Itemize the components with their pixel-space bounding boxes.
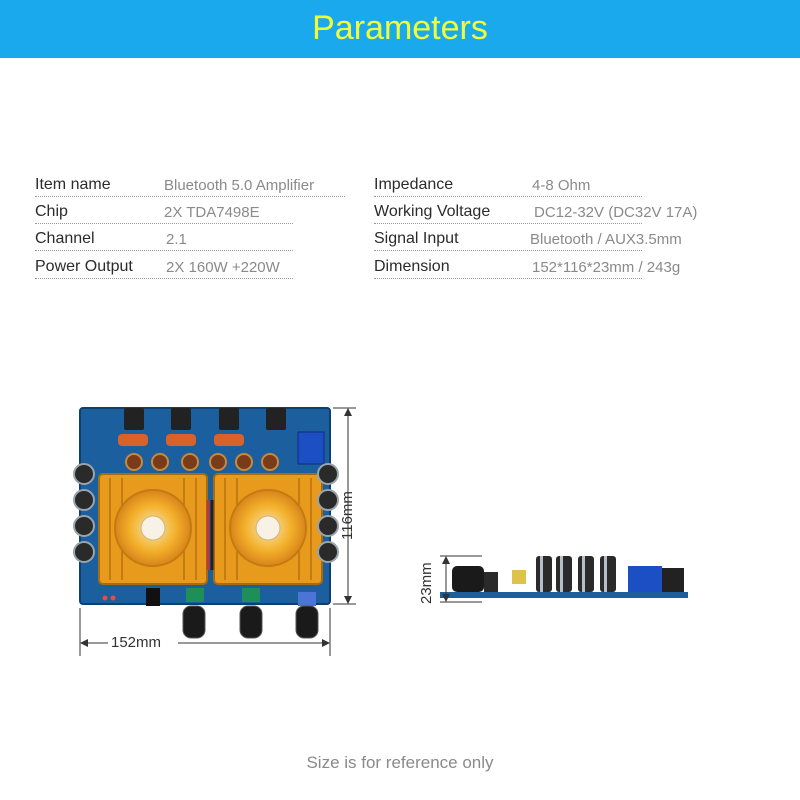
param-value: Bluetooth / AUX3.5mm: [530, 231, 682, 248]
param-label: Dimension: [374, 258, 450, 275]
footer-note: Size is for reference only: [306, 753, 494, 772]
param-value: 2.1: [166, 231, 187, 248]
param-row-chip: Chip 2X TDA7498E: [35, 197, 293, 224]
param-value: 2X TDA7498E: [164, 204, 260, 221]
header-banner: Parameters: [0, 0, 800, 58]
param-label: Item name: [35, 176, 111, 193]
param-label: Chip: [35, 203, 68, 220]
param-value: DC12-32V (DC32V 17A): [534, 204, 698, 221]
param-row-signal-input: Signal Input Bluetooth / AUX3.5mm: [374, 224, 682, 251]
param-row-power-output: Power Output 2X 160W +220W: [35, 252, 293, 279]
param-label: Channel: [35, 230, 95, 247]
width-dimension-label: 152mm: [111, 634, 162, 651]
param-label: Signal Input: [374, 230, 459, 247]
param-value: 2X 160W +220W: [166, 259, 280, 276]
param-row-dimension: Dimension 152*116*23mm / 243g: [374, 252, 680, 279]
param-row-channel: Channel 2.1: [35, 224, 293, 251]
param-row-working-voltage: Working Voltage DC12-32V (DC32V 17A): [374, 197, 697, 224]
param-value: 152*116*23mm / 243g: [532, 259, 681, 276]
param-value: Bluetooth 5.0 Amplifier: [164, 177, 315, 194]
page-title: Parameters: [312, 9, 488, 47]
param-label: Power Output: [35, 258, 133, 275]
thickness-dimension-label: 23mm: [418, 562, 435, 604]
param-value: 4-8 Ohm: [532, 177, 591, 194]
param-label: Impedance: [374, 176, 454, 193]
param-label: Working Voltage: [374, 203, 491, 220]
param-row-impedance: Impedance 4-8 Ohm: [374, 170, 642, 197]
param-row-item-name: Item name Bluetooth 5.0 Amplifier: [35, 170, 345, 197]
